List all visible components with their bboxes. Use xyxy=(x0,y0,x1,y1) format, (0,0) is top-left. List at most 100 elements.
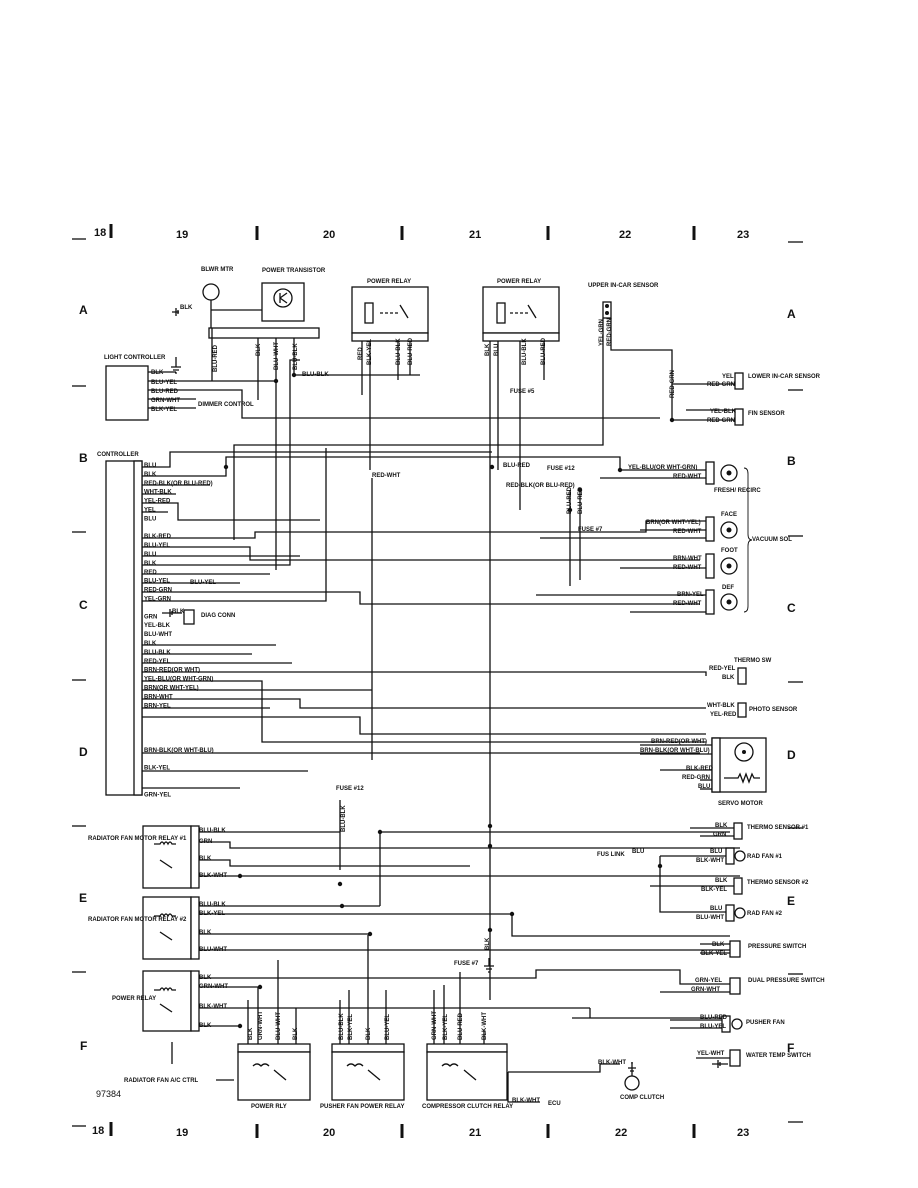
upper-v-1: RED-GRN xyxy=(607,318,613,346)
compressor-clutch-relay-label: COMPRESSOR CLUTCH RELAY xyxy=(422,1104,513,1110)
power-relay-2-label: POWER RELAY xyxy=(497,279,541,285)
splice-dot-18 xyxy=(339,903,345,909)
dual-pressure-switch: DUAL PRESSURE SWITCH xyxy=(729,977,825,995)
row-labels: A B C D E F A B C D E F xyxy=(79,303,796,1055)
pfr-v-2: BLK xyxy=(366,1027,372,1040)
relay2-w-0: BLU-BLK xyxy=(199,902,226,908)
pr1-v-2: BLU-BLK xyxy=(396,338,402,365)
controller-wire-5: YEL xyxy=(144,508,156,514)
light-controller-wires: BLK BLU-YEL BLU-RED GRN-WHT BLK-YEL xyxy=(151,370,180,413)
wire-path-20 xyxy=(142,698,706,709)
relay1-wires: BLU-BLK GRN BLK BLK-WHT xyxy=(199,828,227,879)
foot-label: FOOT xyxy=(721,548,738,554)
wire-path-99 xyxy=(508,1063,620,1073)
controller-wire-26: BRN-WHT xyxy=(144,694,173,700)
rf2-wires: BLU BLU-WHT xyxy=(696,906,724,921)
controller-wire-12: RED xyxy=(144,570,157,576)
controller-wire-24: YEL-BLU(OR WHT-GRN) xyxy=(144,677,213,683)
wire-lines xyxy=(142,318,740,1103)
controller-wire-13: BLU-YEL xyxy=(144,579,170,585)
blower-motor-label: BLWR MTR xyxy=(201,267,234,273)
row-f-right: F xyxy=(787,1041,794,1055)
water-temp-switch: WATER TEMP SWITCH xyxy=(712,1049,811,1068)
controller-wire-25: BRN(OR WHT-YEL) xyxy=(144,686,199,692)
pfr-v-1: BLK-YEL xyxy=(348,1014,354,1040)
controller-label: CONTROLLER xyxy=(97,452,139,458)
pf-wires: BLU-RED BLU-YEL xyxy=(700,1015,728,1030)
splice-dot-5 xyxy=(487,843,493,849)
upper-in-car-sensor: UPPER IN-CAR SENSOR xyxy=(588,283,659,319)
relay1-w-1: GRN xyxy=(199,839,212,845)
controller-wire-34: BLK-YEL xyxy=(144,766,170,772)
power-relay-left: POWER RELAY xyxy=(112,970,200,1032)
col-19-top: 19 xyxy=(176,229,188,241)
wire-path-4 xyxy=(142,502,320,521)
relay2-w-2: BLK xyxy=(199,930,212,936)
splice-dot-7 xyxy=(337,881,343,887)
ecu-label: ECU xyxy=(548,1101,561,1107)
splice-dot-6 xyxy=(377,829,383,835)
row-c-left: C xyxy=(79,598,88,612)
face-w-0: BRN(OR WHT-YEL) xyxy=(646,520,701,526)
pfr-v-3: BLU-YEL xyxy=(385,1014,391,1040)
radiator-fan-ac-ctrl-label: RADIATOR FAN A/C CTRL xyxy=(124,1078,199,1084)
row-a-left: A xyxy=(79,303,88,317)
ts1-w-1: GRN xyxy=(713,832,726,838)
controller-wire-21: BLU-BLK xyxy=(144,650,171,656)
fuse-12-top: FUSE #12 xyxy=(547,466,575,472)
fuse-12-mid: FUSE #12 xyxy=(336,786,364,792)
ccr-v-0: GRN-WHT xyxy=(432,1011,438,1040)
pt-v-0: BLU-RED xyxy=(213,344,219,372)
prly-v-0: BLK xyxy=(248,1027,254,1040)
rad-fan-1: RAD FAN #1 xyxy=(725,847,783,865)
pusher-fan-power-relay-label: PUSHER FAN POWER RELAY xyxy=(320,1104,404,1110)
wire-blu-yel-mid: BLU-YEL xyxy=(190,580,216,586)
photo-sensor-label: PHOTO SENSOR xyxy=(749,707,798,713)
col-20-bottom: 20 xyxy=(323,1127,335,1139)
power-rly-label: POWER RLY xyxy=(251,1104,287,1110)
pfr-verticals: BLU-BLK BLK-YEL BLK BLU-YEL xyxy=(339,1013,391,1040)
ts1-wires: BLK GRN xyxy=(713,823,728,838)
def-w-0: BRN-YEL xyxy=(677,592,704,598)
ps-w-1: BLK-YEL xyxy=(701,951,727,957)
pf-w-1: BLU-YEL xyxy=(700,1024,726,1030)
lower-w-1: RED-GRN xyxy=(707,382,735,388)
servo-w-1: BRN-BLK(OR WHT-BLU) xyxy=(640,748,710,754)
fin-w-1: RED-GRN xyxy=(707,418,735,424)
controller-wire-1: BLK xyxy=(144,472,157,478)
grid-frame xyxy=(72,224,803,1138)
wire-red-wht: RED-WHT xyxy=(372,473,401,479)
upper-sensor-label: UPPER IN-CAR SENSOR xyxy=(588,283,659,289)
fresh-recirc-label: FRESH/ RECIRC xyxy=(714,488,761,494)
splice-dot-8 xyxy=(257,984,263,990)
controller-wire-32: BRN-BLK(OR WHT-BLU) xyxy=(144,748,214,754)
wire-path-6 xyxy=(142,520,706,539)
row-a-right: A xyxy=(787,307,796,321)
pf-w-0: BLU-RED xyxy=(700,1015,728,1021)
ts2-w-0: BLK xyxy=(715,878,728,884)
radiator-fan-relay-1: RADIATOR FAN MOTOR RELAY #1 xyxy=(88,825,200,889)
wire-blu-red-fuse: BLU-RED xyxy=(503,463,531,469)
wire-path-12 xyxy=(142,591,700,605)
rad-fan-1-label: RAD FAN #1 xyxy=(747,854,783,860)
vacuum-sol-face: FACE xyxy=(705,512,738,542)
pr2-v-3: BLU-RED xyxy=(541,337,547,365)
fuses: FUSE #5 FUSE #12 FUSE #7 FUSE #12 FUSE #… xyxy=(336,389,625,1107)
dps-w-1: GRN-WHT xyxy=(691,987,720,993)
servo-wires: BRN-RED(OR WHT) BRN-BLK(OR WHT-BLU) BLK-… xyxy=(640,739,714,790)
pusher-fan-power-relay: PUSHER FAN POWER RELAY xyxy=(320,1043,405,1110)
rad-fan-2-label: RAD FAN #2 xyxy=(747,911,783,917)
relay1-w-3: BLK-WHT xyxy=(199,873,227,879)
wire-blu-blk-v: BLU-BLK xyxy=(341,805,347,832)
wire-path-77 xyxy=(659,856,726,913)
servo-w-0: BRN-RED(OR WHT) xyxy=(651,739,707,745)
prly-v-3: BLK xyxy=(293,1027,299,1040)
rf1-w-0: BLU xyxy=(710,849,722,855)
ts1-w-0: BLK xyxy=(715,823,728,829)
photo-w-1: YEL-RED xyxy=(710,712,737,718)
wire-path-43 xyxy=(233,318,604,540)
wire-path-72 xyxy=(199,969,730,985)
rf2-w-1: BLU-WHT xyxy=(696,915,724,921)
relay2-wires: BLU-BLK BLK-YEL BLK BLU-WHT xyxy=(199,902,227,953)
